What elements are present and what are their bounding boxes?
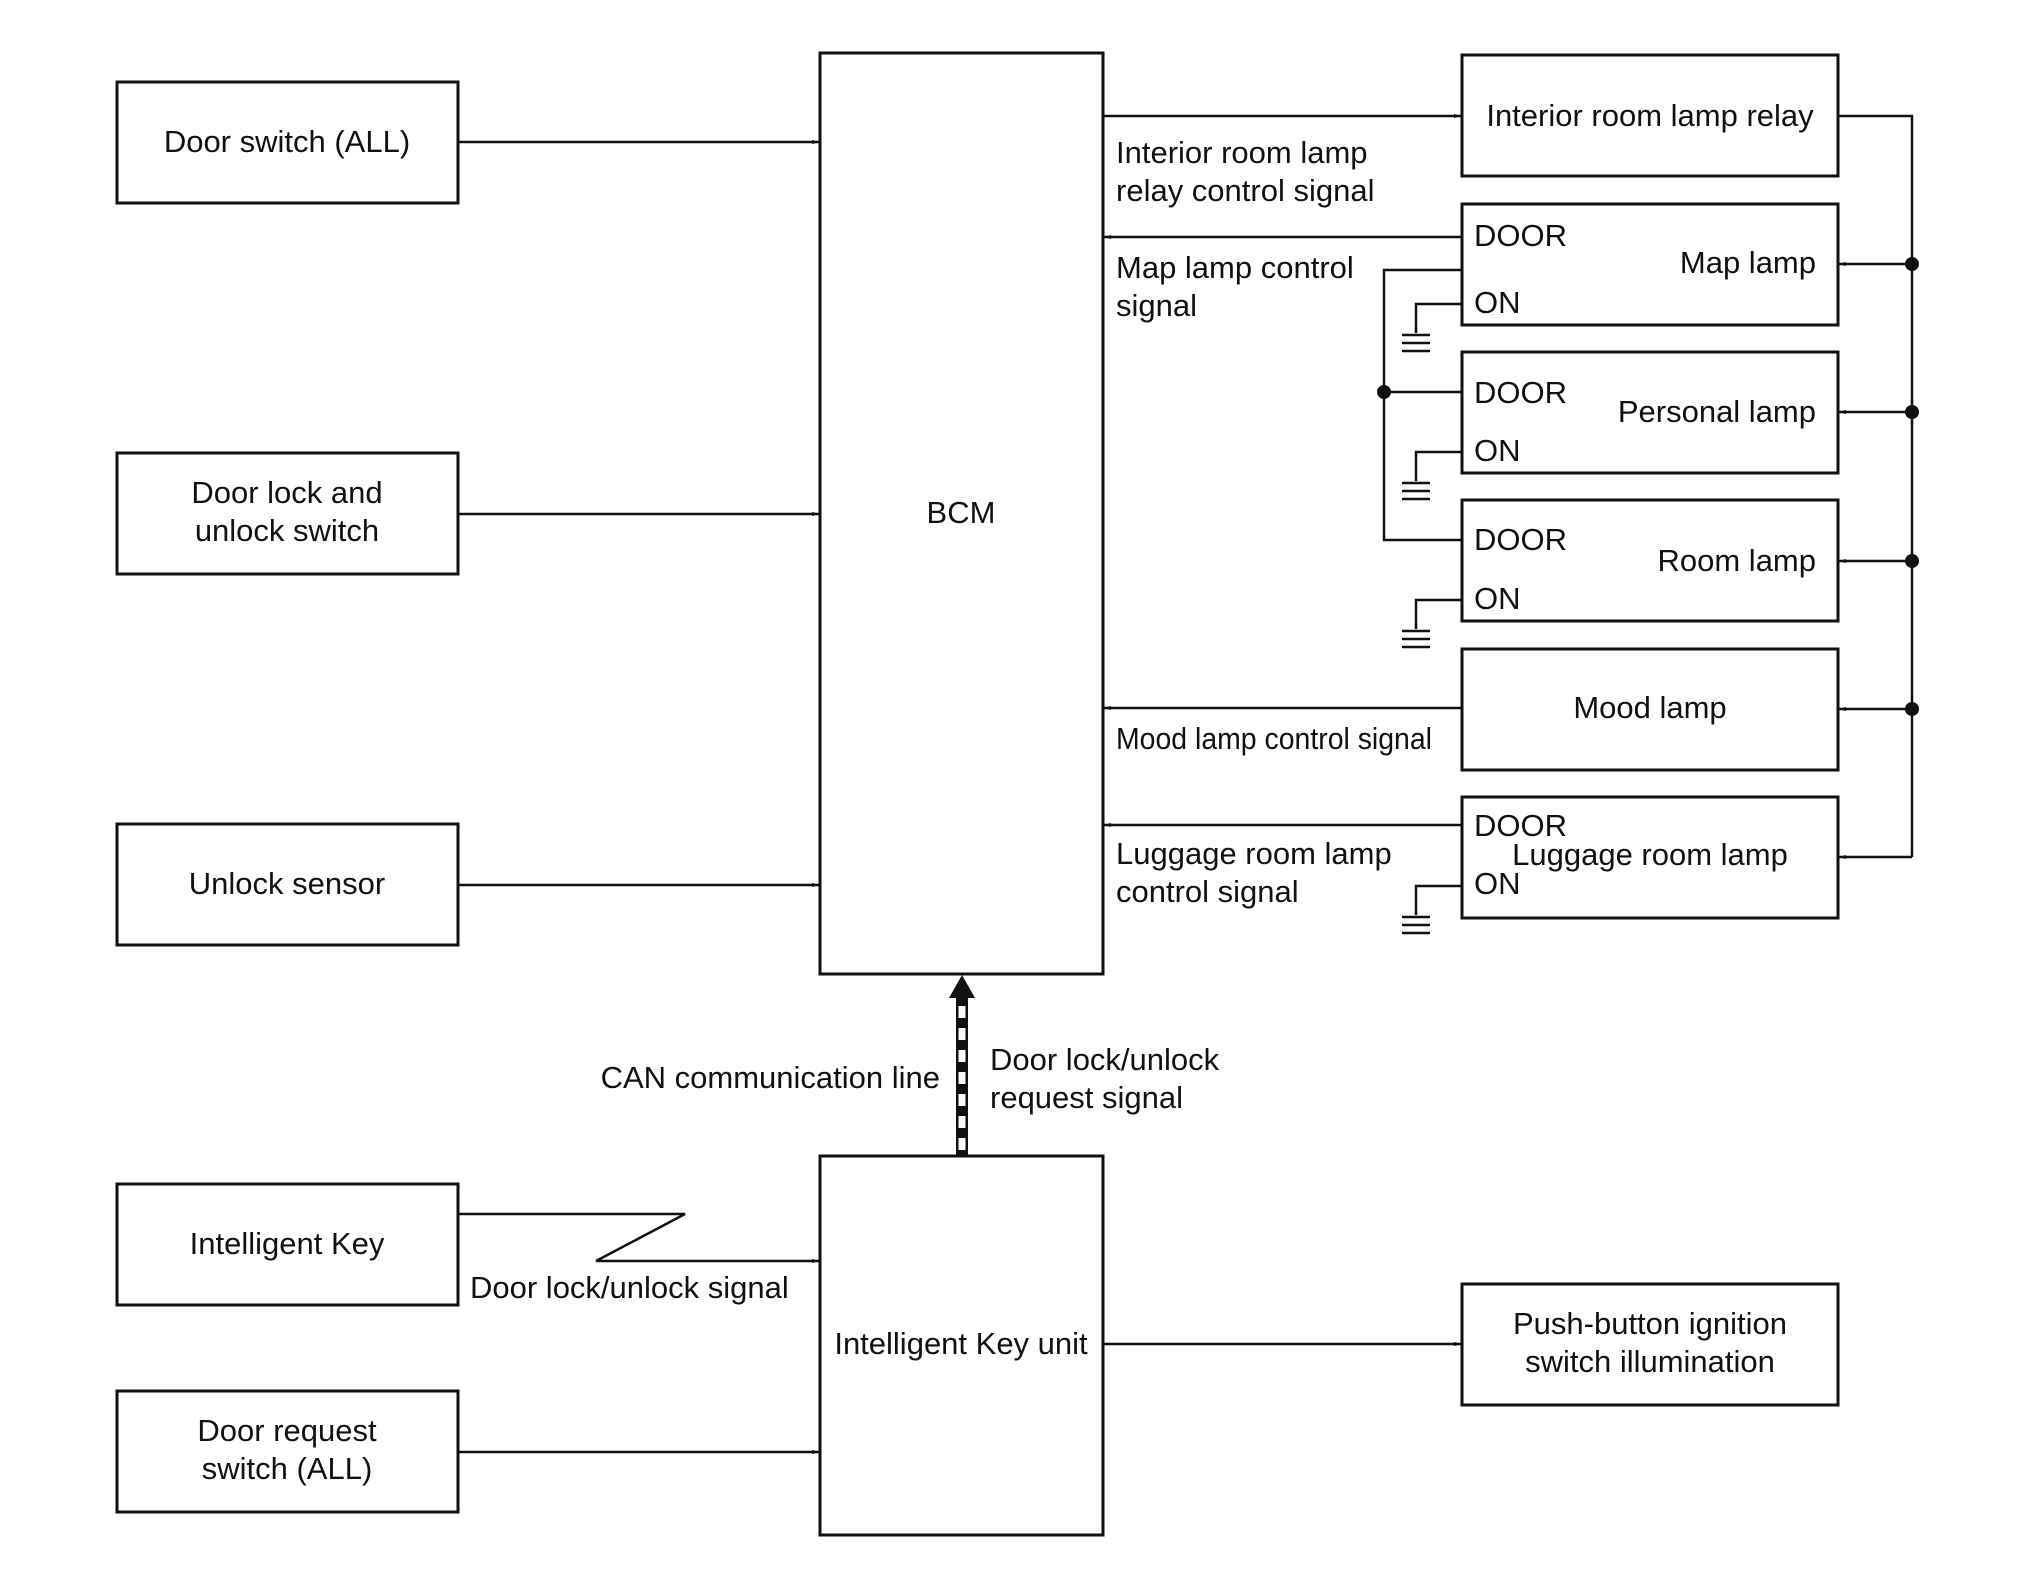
luggage-lamp-on-label: ON [1474,866,1521,901]
relay-control-label-line2: relay control signal [1116,173,1374,208]
personal-lamp-box: DOOR ON Personal lamp [1460,350,1840,475]
map-lamp-on-label: ON [1474,285,1521,320]
key-signal-label: Door lock/unlock signal [470,1270,789,1305]
power-junction-mood [1905,702,1919,716]
bcm-label: BCM [927,495,996,530]
mood-control-label: Mood lamp control signal [1116,721,1432,756]
door-request-label-line1: Door request [197,1413,377,1448]
room-lamp-on-label: ON [1474,581,1521,616]
luggage-lamp-ground [1402,884,1462,935]
intelligent-key-unit-box: Intelligent Key unit [818,1154,1105,1537]
relay-power-bus [1838,114,1919,859]
mood-lamp-label: Mood lamp [1573,690,1726,725]
luggage-control-label-line1: Luggage room lamp [1116,836,1392,871]
map-control-label-line2: signal [1116,288,1197,323]
door-request-label-line2: switch (ALL) [202,1451,373,1486]
intelligent-key-unit-label: Intelligent Key unit [834,1326,1088,1361]
intelligent-key-label: Intelligent Key [190,1226,385,1261]
map-lamp-label: Map lamp [1680,245,1816,280]
luggage-control-label-line2: control signal [1116,874,1299,909]
can-line-label: CAN communication line [601,1060,940,1095]
luggage-lamp-door-label: DOOR [1474,808,1567,843]
push-button-label-line1: Push-button ignition [1513,1306,1787,1341]
unlock-sensor-label: Unlock sensor [189,866,385,901]
map-lamp-box: DOOR ON Map lamp [1460,202,1840,327]
map-lamp-ground [1402,302,1462,353]
push-button-ignition-illumination-box: Push-button ignition switch illumination [1460,1282,1840,1407]
door-switch-box: Door switch (ALL) [115,80,460,205]
wireless-signal-arrow [458,1212,820,1263]
lock-request-label-line1: Door lock/unlock [990,1042,1220,1077]
can-arrow-head [949,975,975,998]
door-request-switch-box: Door request switch (ALL) [115,1389,460,1514]
luggage-lamp-label: Luggage room lamp [1512,837,1788,872]
door-switch-label: Door switch (ALL) [164,124,410,159]
bcm-box: BCM [818,51,1105,976]
relay-control-label-line1: Interior room lamp [1116,135,1368,170]
personal-lamp-ground [1402,450,1462,501]
power-junction-map [1905,257,1919,271]
push-button-label-line2: switch illumination [1525,1344,1775,1379]
lock-request-label-line2: request signal [990,1080,1183,1115]
room-lamp-ground [1402,598,1462,649]
personal-lamp-on-label: ON [1474,433,1521,468]
unlock-sensor-box: Unlock sensor [115,822,460,947]
luggage-room-lamp-box: DOOR ON Luggage room lamp [1460,795,1840,920]
power-junction-personal [1905,405,1919,419]
intelligent-key-box: Intelligent Key [115,1182,460,1307]
door-bus-junction [1377,385,1391,399]
room-lamp-label: Room lamp [1658,543,1817,578]
interior-relay-label: Interior room lamp relay [1486,98,1814,133]
map-lamp-door-label: DOOR [1474,218,1567,253]
interior-room-lamp-relay-box: Interior room lamp relay [1460,53,1840,178]
can-communication-line [949,975,975,1156]
room-lamp-box: DOOR ON Room lamp [1460,498,1840,623]
door-lock-unlock-switch-box: Door lock and unlock switch [115,451,460,576]
map-control-label-line1: Map lamp control [1116,250,1354,285]
power-junction-room [1905,554,1919,568]
mood-lamp-box: Mood lamp [1460,647,1840,772]
personal-lamp-door-label: DOOR [1474,375,1567,410]
door-lock-switch-label-line1: Door lock and [191,475,382,510]
room-lamp-door-label: DOOR [1474,522,1567,557]
door-lock-switch-label-line2: unlock switch [195,513,379,548]
door-position-bus [1377,268,1462,542]
personal-lamp-label: Personal lamp [1618,394,1816,429]
